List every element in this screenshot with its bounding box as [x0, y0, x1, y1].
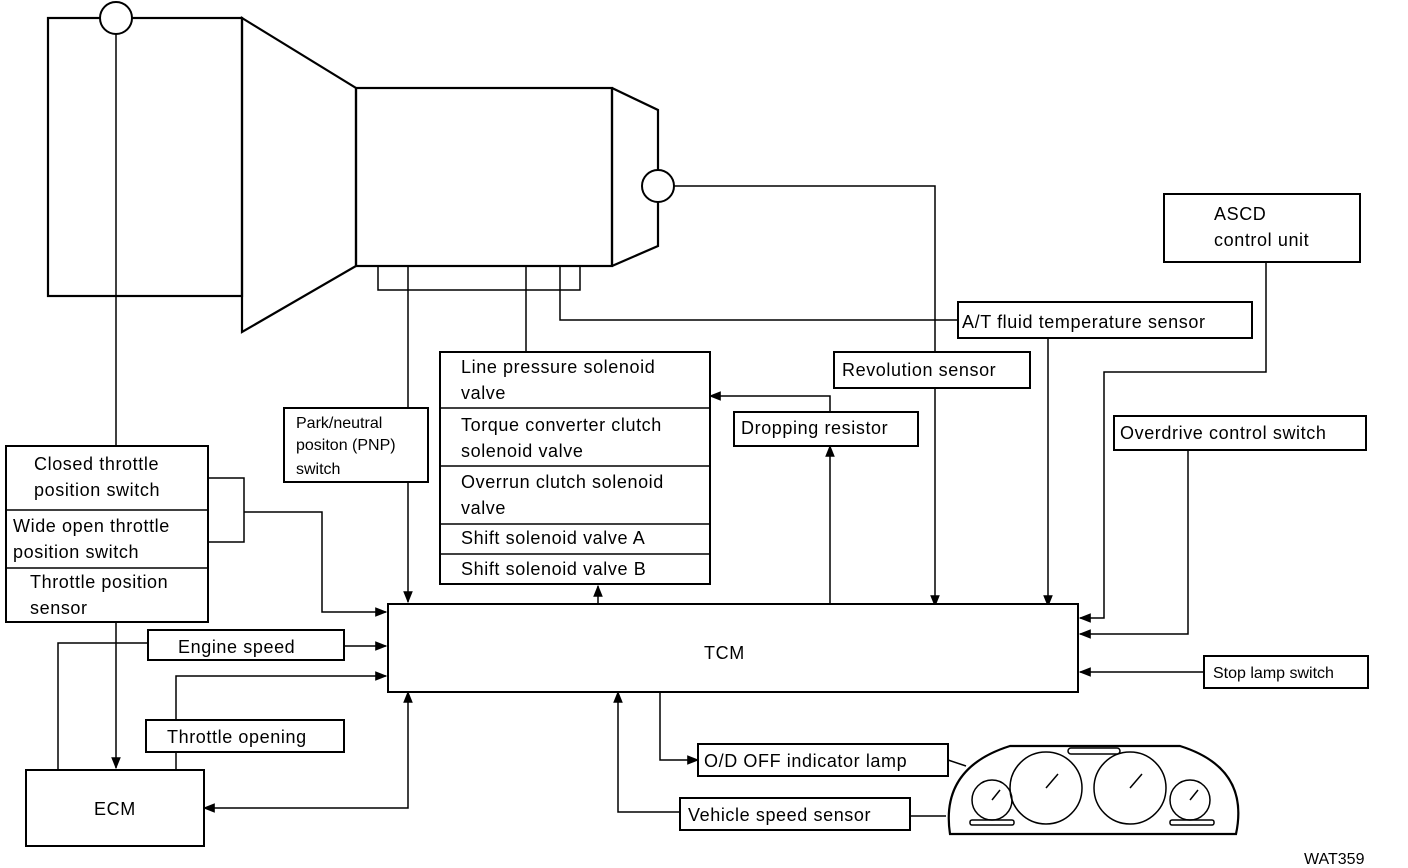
instrument-cluster-icon: [947, 744, 1240, 836]
revolution-sensor-label: Revolution sensor: [842, 360, 996, 380]
wide-open-throttle-switch-line2: position switch: [13, 542, 139, 562]
stop-lamp-switch: Stop lamp switch: [1203, 655, 1369, 689]
dropping-resistor: Dropping resistor: [733, 411, 919, 447]
closed-throttle-switch-line1: Closed throttle: [34, 454, 159, 474]
throttle-position-sensor-line2: sensor: [30, 598, 88, 618]
ascd-line2: control unit: [1214, 230, 1309, 250]
tcm: TCM: [387, 603, 1079, 693]
wide-open-throttle-switch-line1: Wide open throttle: [13, 516, 170, 536]
od-off-indicator-lamp: O/D OFF indicator lamp: [697, 743, 949, 777]
ecm: ECM: [25, 769, 205, 847]
engine-speed-label: Engine speed: [178, 637, 295, 657]
closed-throttle-switch-line2: position switch: [34, 480, 160, 500]
overdrive-control-switch: Overdrive control switch: [1113, 415, 1367, 451]
pnp-switch: Park/neutral positon (PNP) switch: [283, 407, 429, 483]
throttle-sensor-circle-icon: [99, 1, 133, 35]
ascd-control-unit: ASCD control unit: [1163, 193, 1361, 263]
od-off-indicator-lamp-label: O/D OFF indicator lamp: [704, 751, 907, 771]
overdrive-control-switch-label: Overdrive control switch: [1120, 423, 1326, 443]
fluid-temperature-sensor-label: A/T fluid temperature sensor: [962, 312, 1206, 332]
pnp-switch-line1: Park/neutral: [296, 415, 382, 432]
vehicle-speed-sensor-label: Vehicle speed sensor: [688, 805, 871, 825]
solenoid-overrun-clutch-line2: valve: [461, 498, 506, 518]
engine-transmission-outline: [46, 16, 660, 334]
solenoid-torque-converter-line2: solenoid valve: [461, 441, 583, 461]
fluid-temperature-sensor: A/T fluid temperature sensor: [957, 301, 1253, 339]
solenoid-torque-converter-line1: Torque converter clutch: [461, 415, 662, 435]
solenoid-shift-a: Shift solenoid valve A: [461, 528, 645, 548]
solenoid-line-pressure-line2: valve: [461, 383, 506, 403]
engine-speed: Engine speed: [147, 629, 345, 661]
throttle-sensors: Closed throttle position switch Wide ope…: [5, 445, 209, 623]
solenoid-overrun-clutch-line1: Overrun clutch solenoid: [461, 472, 664, 492]
solenoid-line-pressure-line1: Line pressure solenoid: [461, 357, 655, 377]
ecm-label: ECM: [94, 799, 136, 819]
ascd-line1: ASCD: [1214, 204, 1266, 224]
solenoid-valves: Line pressure solenoid valve Torque conv…: [439, 351, 711, 585]
figure-code: WAT359: [1304, 851, 1365, 868]
vehicle-speed-sensor: Vehicle speed sensor: [679, 797, 911, 831]
connection-lines: [57, 34, 1267, 817]
revolution-sensor: Revolution sensor: [833, 351, 1031, 389]
dropping-resistor-label: Dropping resistor: [741, 418, 888, 438]
throttle-opening-label: Throttle opening: [167, 727, 307, 747]
pnp-switch-line2: positon (PNP): [296, 437, 396, 454]
stop-lamp-switch-label: Stop lamp switch: [1213, 665, 1334, 682]
throttle-opening: Throttle opening: [145, 719, 345, 753]
tcm-label: TCM: [704, 643, 745, 663]
revolution-sensor-circle-icon: [641, 169, 675, 203]
solenoid-shift-b: Shift solenoid valve B: [461, 559, 646, 579]
throttle-position-sensor-line1: Throttle position: [30, 572, 168, 592]
pnp-switch-line3: switch: [296, 461, 340, 478]
